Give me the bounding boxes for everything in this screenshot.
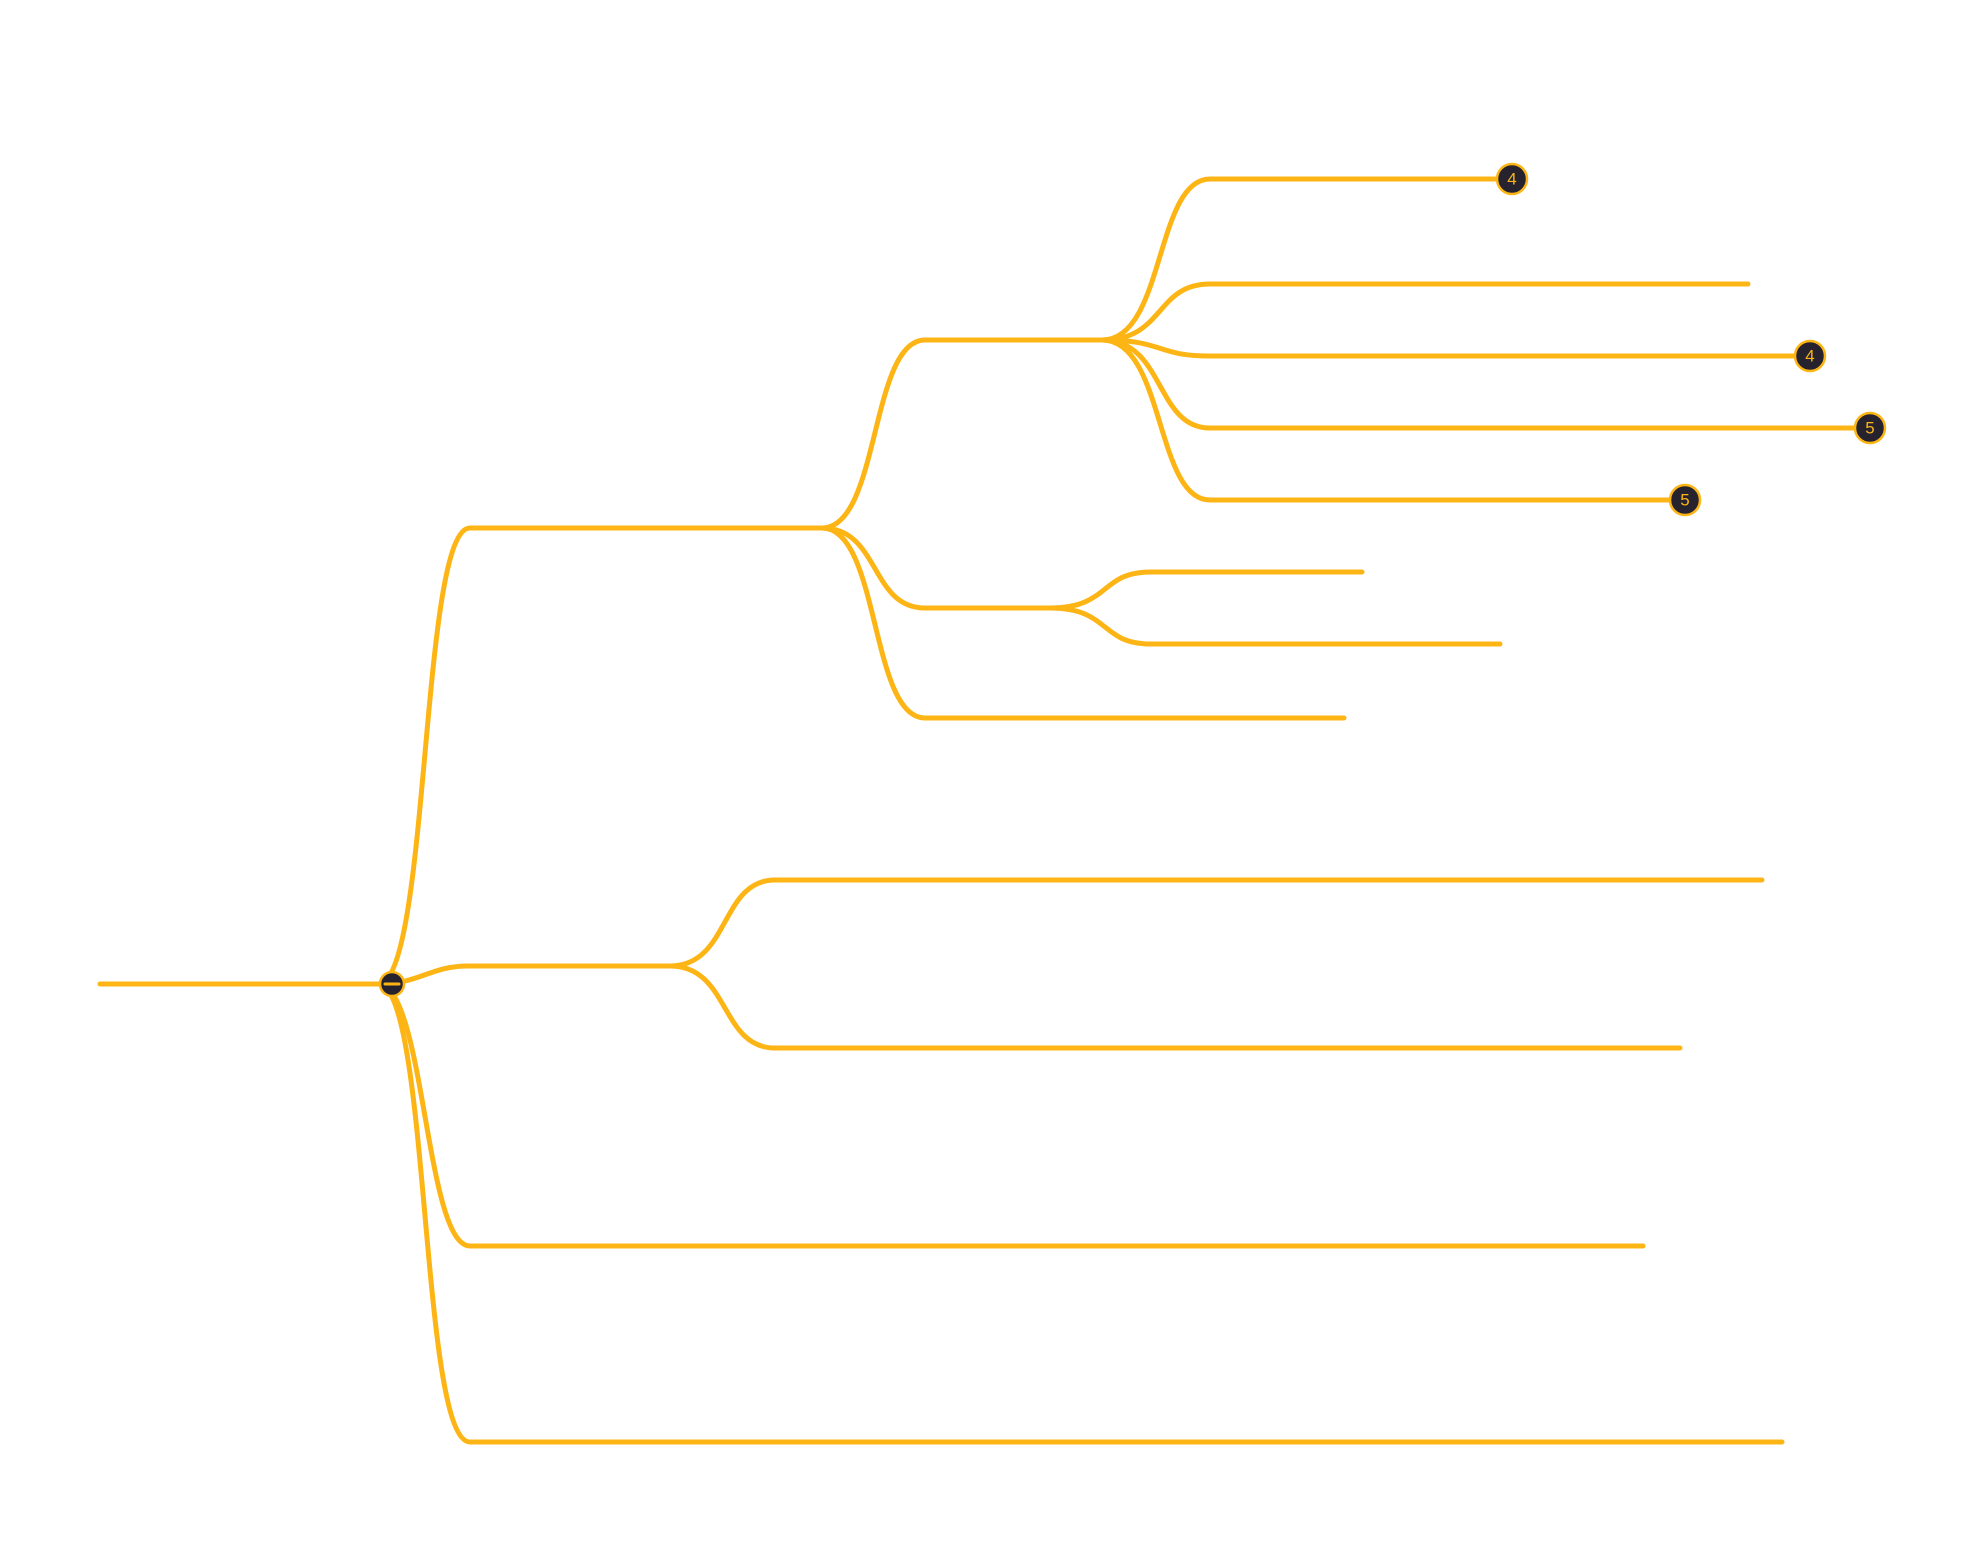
child-count-badge[interactable]: 5: [1668, 483, 1702, 517]
minus-circle-icon[interactable]: [378, 970, 406, 998]
branch-level2-topic-2-2[interactable]: [667, 963, 1683, 1051]
branch-level2-topic-1-2[interactable]: [819, 525, 1053, 611]
child-count-badge[interactable]: 5: [1853, 411, 1887, 445]
branch-level1-topic-2[interactable]: [375, 963, 673, 987]
branch-level3-topic-1-1-5[interactable]: [1099, 337, 1678, 503]
branch-level2-topic-1-1[interactable]: [819, 337, 1105, 531]
branch-level1-topic-4[interactable]: [375, 981, 1785, 1445]
branch-level3-topic-1-1-1[interactable]: [1099, 176, 1505, 343]
badge-count-text: 5: [1865, 419, 1874, 438]
child-count-badge[interactable]: 4: [1495, 162, 1529, 196]
branch-level3-topic-1-1-4[interactable]: [1099, 337, 1863, 431]
badge-count-text: 5: [1680, 491, 1689, 510]
branch-level2-topic-1-3[interactable]: [819, 525, 1347, 721]
branch-level1-topic-3[interactable]: [375, 981, 1646, 1249]
branch-level2-topic-2-1[interactable]: [667, 877, 1765, 969]
child-count-badge[interactable]: 4: [1793, 339, 1827, 373]
badge-count-text: 4: [1805, 347, 1814, 366]
branch-level3-topic-1-2-2[interactable]: [1047, 605, 1503, 647]
branch-level1-topic-1[interactable]: [375, 525, 825, 987]
branch-level3-topic-1-1-2[interactable]: [1099, 281, 1751, 343]
badge-count-text: 4: [1507, 170, 1516, 189]
branch-level3-topic-1-1-3[interactable]: [1099, 337, 1803, 359]
branch-level3-topic-1-2-1[interactable]: [1047, 569, 1365, 611]
